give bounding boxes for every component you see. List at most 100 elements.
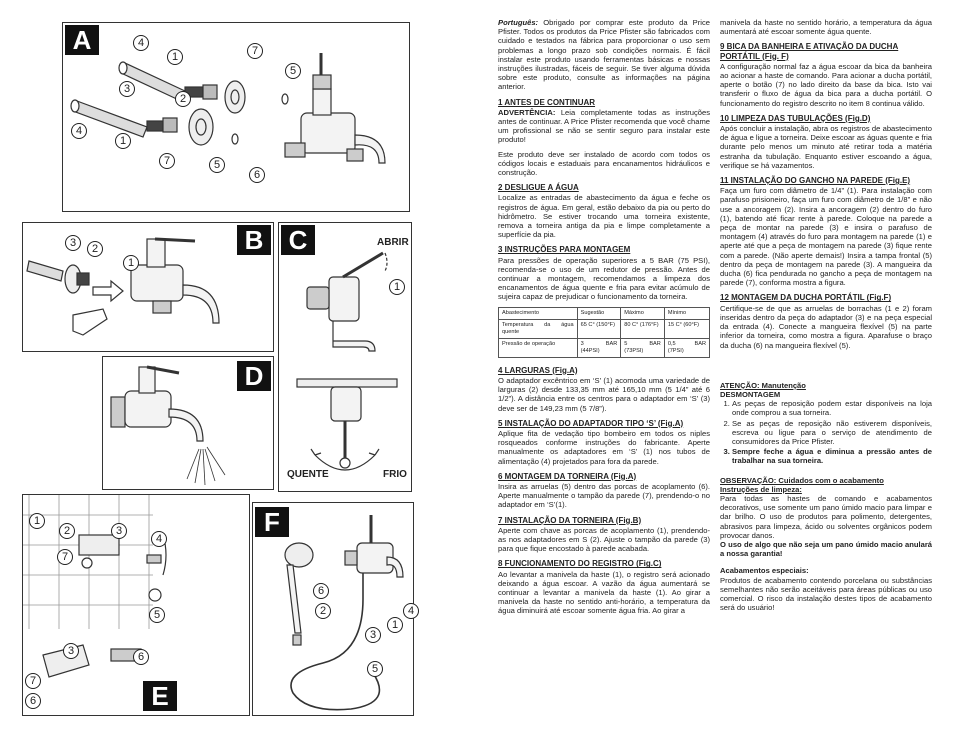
warning-label: ADVERTÊNCIA: <box>498 107 556 117</box>
figure-letter: C <box>281 225 315 255</box>
callout-6: 6 <box>313 583 329 599</box>
callout-1: 1 <box>29 513 45 529</box>
callout-1: 1 <box>167 49 183 65</box>
warranty-warning: O uso de algo que não seja um pano úmido… <box>720 539 932 559</box>
callout-5: 5 <box>285 63 301 79</box>
figure-d-drawing <box>110 365 226 486</box>
table-header-cell: Sugestão <box>576 306 622 320</box>
callout-2: 2 <box>87 241 103 257</box>
figure-letter: A <box>65 25 99 55</box>
callout-6: 6 <box>133 649 149 665</box>
callout-6: 6 <box>249 167 265 183</box>
figure-c: C ABRIR QUENTE FRIO 1 <box>278 222 412 492</box>
section-10-text: Após concluir a instalação, abra os regi… <box>720 124 932 170</box>
list-item: Se as peças de reposição não estiverem d… <box>732 419 932 447</box>
figure-d: D <box>102 356 274 490</box>
callout-7: 7 <box>57 549 73 565</box>
section-2-title: 2 DESLIGUE A ÁGUA <box>498 183 579 193</box>
section-5-text: Aplique fita de vedação tipo bombeiro em… <box>498 428 710 466</box>
callout-4: 4 <box>71 123 87 139</box>
callout-5: 5 <box>209 157 225 173</box>
table-cell: 65 C° (150°F) <box>576 318 622 339</box>
table-cell: 80 C° (176°F) <box>620 318 665 339</box>
section-8-title: 8 FUNCIONAMENTO DO REGISTRO (Fig.C) <box>498 559 662 569</box>
section-12-text: Certifique-se de que as arruelas de borr… <box>720 303 932 350</box>
special-finishes-text: Produtos de acabamento contendo porcelan… <box>720 575 932 613</box>
callout-1: 1 <box>115 133 131 149</box>
callout-3: 3 <box>65 235 81 251</box>
section-8-continued: manivela da haste no sentido horário, a … <box>720 18 932 37</box>
callout-7: 7 <box>25 673 41 689</box>
table-cell: Pressão de operação <box>498 337 578 358</box>
callout-1: 1 <box>123 255 139 271</box>
cleaning-text: Para todas as hastes de comando e acabam… <box>720 493 932 540</box>
section-3-text: Para pressões de operação superiores a 5… <box>498 255 710 302</box>
section-1-codes: Este produto deve ser instalado de acord… <box>498 149 710 178</box>
callout-3: 3 <box>365 627 381 643</box>
callout-3: 3 <box>119 81 135 97</box>
cleaning-subtitle: Instruções de limpeza: <box>720 484 802 494</box>
disassembly-subtitle: DESMONTAGEM <box>720 389 781 399</box>
callout-4: 4 <box>151 531 167 547</box>
figure-c-drawing <box>296 251 398 471</box>
intro-paragraph: Português: Obrigado por comprar este pro… <box>498 18 710 92</box>
section-8-text: Ao levantar a manivela da haste (1), o r… <box>498 569 710 616</box>
callout-5: 5 <box>367 661 383 677</box>
maintenance-list: As peças de reposição podem estar dispon… <box>720 399 932 465</box>
callout-3: 3 <box>63 643 79 659</box>
figure-letter: D <box>237 361 271 391</box>
abrir-label: ABRIR <box>377 237 409 248</box>
table-row: Temperatura da água quente 65 C° (150°F)… <box>498 318 711 339</box>
list-item: Sempre feche a água e diminua a pressão … <box>732 447 932 465</box>
callout-1: 1 <box>389 279 405 295</box>
figure-a-drawing <box>70 53 386 164</box>
section-1-warning-text: Leia completamente todas as instruções a… <box>498 107 710 145</box>
table-header-cell: Abastecimento <box>498 306 578 320</box>
section-9-title: 9 BICA DA BANHEIRA E ATIVAÇÃO DA DUCHA P… <box>720 42 899 61</box>
section-7-title: 7 INSTALAÇÃO DA TORNEIRA (Fig.B) <box>498 515 642 525</box>
section-10-title: 10 LIMPEZA DAS TUBULAÇÕES (Fig.D) <box>720 113 871 123</box>
table-cell: 15 C° (60°F) <box>663 318 711 339</box>
table-header-cell: Mínimo <box>663 306 711 320</box>
table-row: Pressão de operação 3 BAR (44PSI) 5 BAR … <box>498 337 711 358</box>
figure-a: A <box>62 22 410 212</box>
figure-letter: F <box>255 507 289 537</box>
callout-1: 1 <box>387 617 403 633</box>
callout-7: 7 <box>247 43 263 59</box>
callout-4: 4 <box>403 603 419 619</box>
section-2-text: Localize as entradas de abastecimento da… <box>498 193 710 240</box>
callout-2: 2 <box>59 523 75 539</box>
section-9-text: A configuração normal faz a água escoar … <box>720 61 932 108</box>
figure-b: B 3 2 1 <box>22 222 274 352</box>
callout-2: 2 <box>175 91 191 107</box>
table-header-row: Abastecimento Sugestão Máximo Mínimo <box>498 306 711 320</box>
spec-table: Abastecimento Sugestão Máximo Mínimo Tem… <box>498 306 711 358</box>
callout-4: 4 <box>133 35 149 51</box>
observation-title: OBSERVAÇÃO: Cuidados com o acabamento <box>720 475 884 485</box>
callout-7: 7 <box>159 153 175 169</box>
figure-letter: B <box>237 225 271 255</box>
figure-letter: E <box>143 681 177 711</box>
table-cell: Temperatura da água quente <box>498 318 578 339</box>
special-finishes-title: Acabamentos especiais: <box>720 566 809 576</box>
text-column-2: manivela da haste no sentido horário, a … <box>720 18 932 617</box>
section-4-text: O adaptador excêntrico em ‘S’ (1) acomod… <box>498 375 710 413</box>
callout-2: 2 <box>315 603 331 619</box>
language-label: Português: <box>498 18 539 27</box>
table-cell: 0,5 BAR (7PSI) <box>663 337 711 358</box>
section-11-text: Faça um furo com diâmetro de 1/4” (1). P… <box>720 186 932 288</box>
section-7-text: Aperte com chave as porcas de acoplament… <box>498 525 710 554</box>
maintenance-title: ATENÇÃO: Manutenção <box>720 380 806 390</box>
section-11-title: 11 INSTALAÇÃO DO GANCHO NA PAREDE (Fig.E… <box>720 176 911 186</box>
frio-label: FRIO <box>383 469 407 480</box>
list-item: As peças de reposição podem estar dispon… <box>732 399 932 417</box>
figure-e-drawing <box>23 495 167 678</box>
quente-label: QUENTE <box>287 469 329 480</box>
table-cell: 5 BAR (73PSI) <box>620 337 665 358</box>
section-12-title: 12 MONTAGEM DA DUCHA PORTÁTIL (Fig.F) <box>720 293 892 303</box>
figure-e: E 1 2 3 4 7 5 3 6 7 6 <box>22 494 250 716</box>
section-1-title: 1 ANTES DE CONTINUAR <box>498 97 596 107</box>
section-1-text: ADVERTÊNCIA: Leia completamente todas as… <box>498 108 710 145</box>
table-cell: 3 BAR (44PSI) <box>576 337 622 358</box>
spacer <box>720 355 932 381</box>
